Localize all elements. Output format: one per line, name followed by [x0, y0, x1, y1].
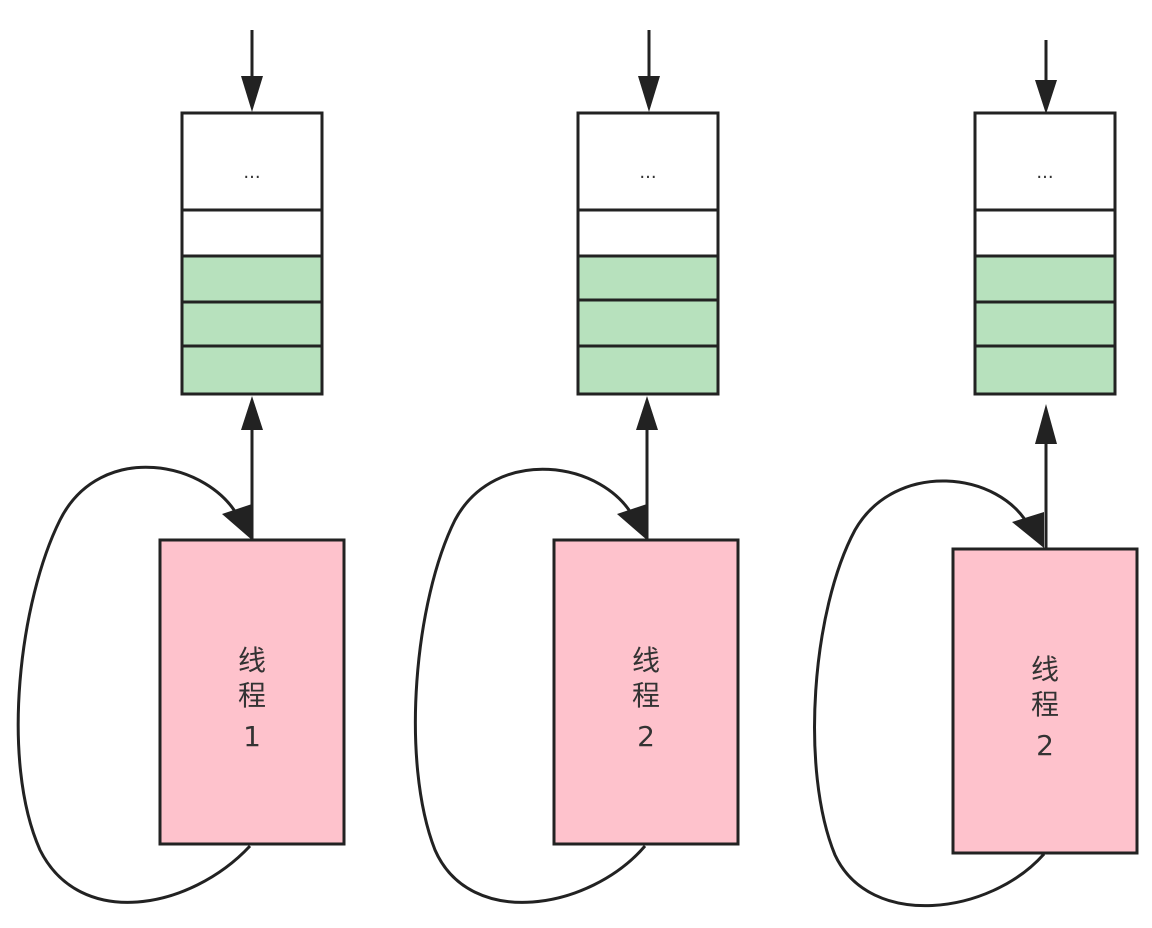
fetch-arrow-head [636, 396, 658, 430]
queue-cell-filled [973, 300, 1117, 348]
column-1: ... 线 程 1 [16, 30, 346, 904]
thread-label-number: 2 [637, 720, 655, 753]
queue-cell-empty [973, 208, 1117, 258]
queue: ... [973, 111, 1117, 396]
loop-arrow-path [16, 465, 252, 904]
thread-label-char-1: 线 [238, 644, 266, 677]
thread-box [552, 538, 740, 846]
queue-cell-empty [576, 208, 720, 258]
queue-cell-filled [180, 344, 324, 396]
loop-arrow-head [222, 504, 252, 540]
queue-cell-top [973, 111, 1117, 212]
incoming-arrow-head [1035, 80, 1057, 114]
queue-ellipsis: ... [639, 162, 656, 183]
column-2: ... 线 程 2 [413, 30, 740, 904]
fetch-arrow-head [1035, 404, 1057, 444]
loop-arrow-path [413, 467, 647, 904]
queue-cell-filled [973, 344, 1117, 396]
queue-cell-filled [180, 254, 324, 304]
column-3: ... 线 程 2 [813, 40, 1139, 908]
queue: ... [180, 111, 324, 396]
queue-ellipsis: ... [1036, 162, 1053, 183]
thread-box [951, 547, 1139, 855]
incoming-arrow-head [241, 76, 263, 112]
incoming-arrow-head [638, 76, 660, 112]
queue-cell-empty [180, 208, 324, 258]
queue-cell-filled [576, 254, 720, 302]
queue: ... [576, 111, 720, 396]
fetch-arrow-head [241, 396, 263, 430]
loop-arrow-head [617, 504, 647, 540]
thread-label-char-1: 线 [1031, 653, 1059, 686]
queue-cell-filled [180, 300, 324, 348]
queue-ellipsis: ... [243, 162, 260, 183]
loop-arrow-head [1012, 512, 1044, 548]
thread-label-char-2: 程 [632, 679, 660, 712]
thread-label-number: 2 [1036, 729, 1054, 762]
loop-arrow-path [813, 479, 1046, 908]
queue-cell-filled [973, 254, 1117, 304]
queue-cell-filled [576, 298, 720, 348]
thread-label-char-2: 程 [238, 679, 266, 712]
queue-cell-filled [576, 344, 720, 396]
queue-cell-top [576, 111, 720, 212]
thread-label-number: 1 [243, 720, 261, 753]
thread-box [158, 538, 346, 846]
thread-label-char-1: 线 [632, 644, 660, 677]
thread-label-char-2: 程 [1031, 688, 1059, 721]
